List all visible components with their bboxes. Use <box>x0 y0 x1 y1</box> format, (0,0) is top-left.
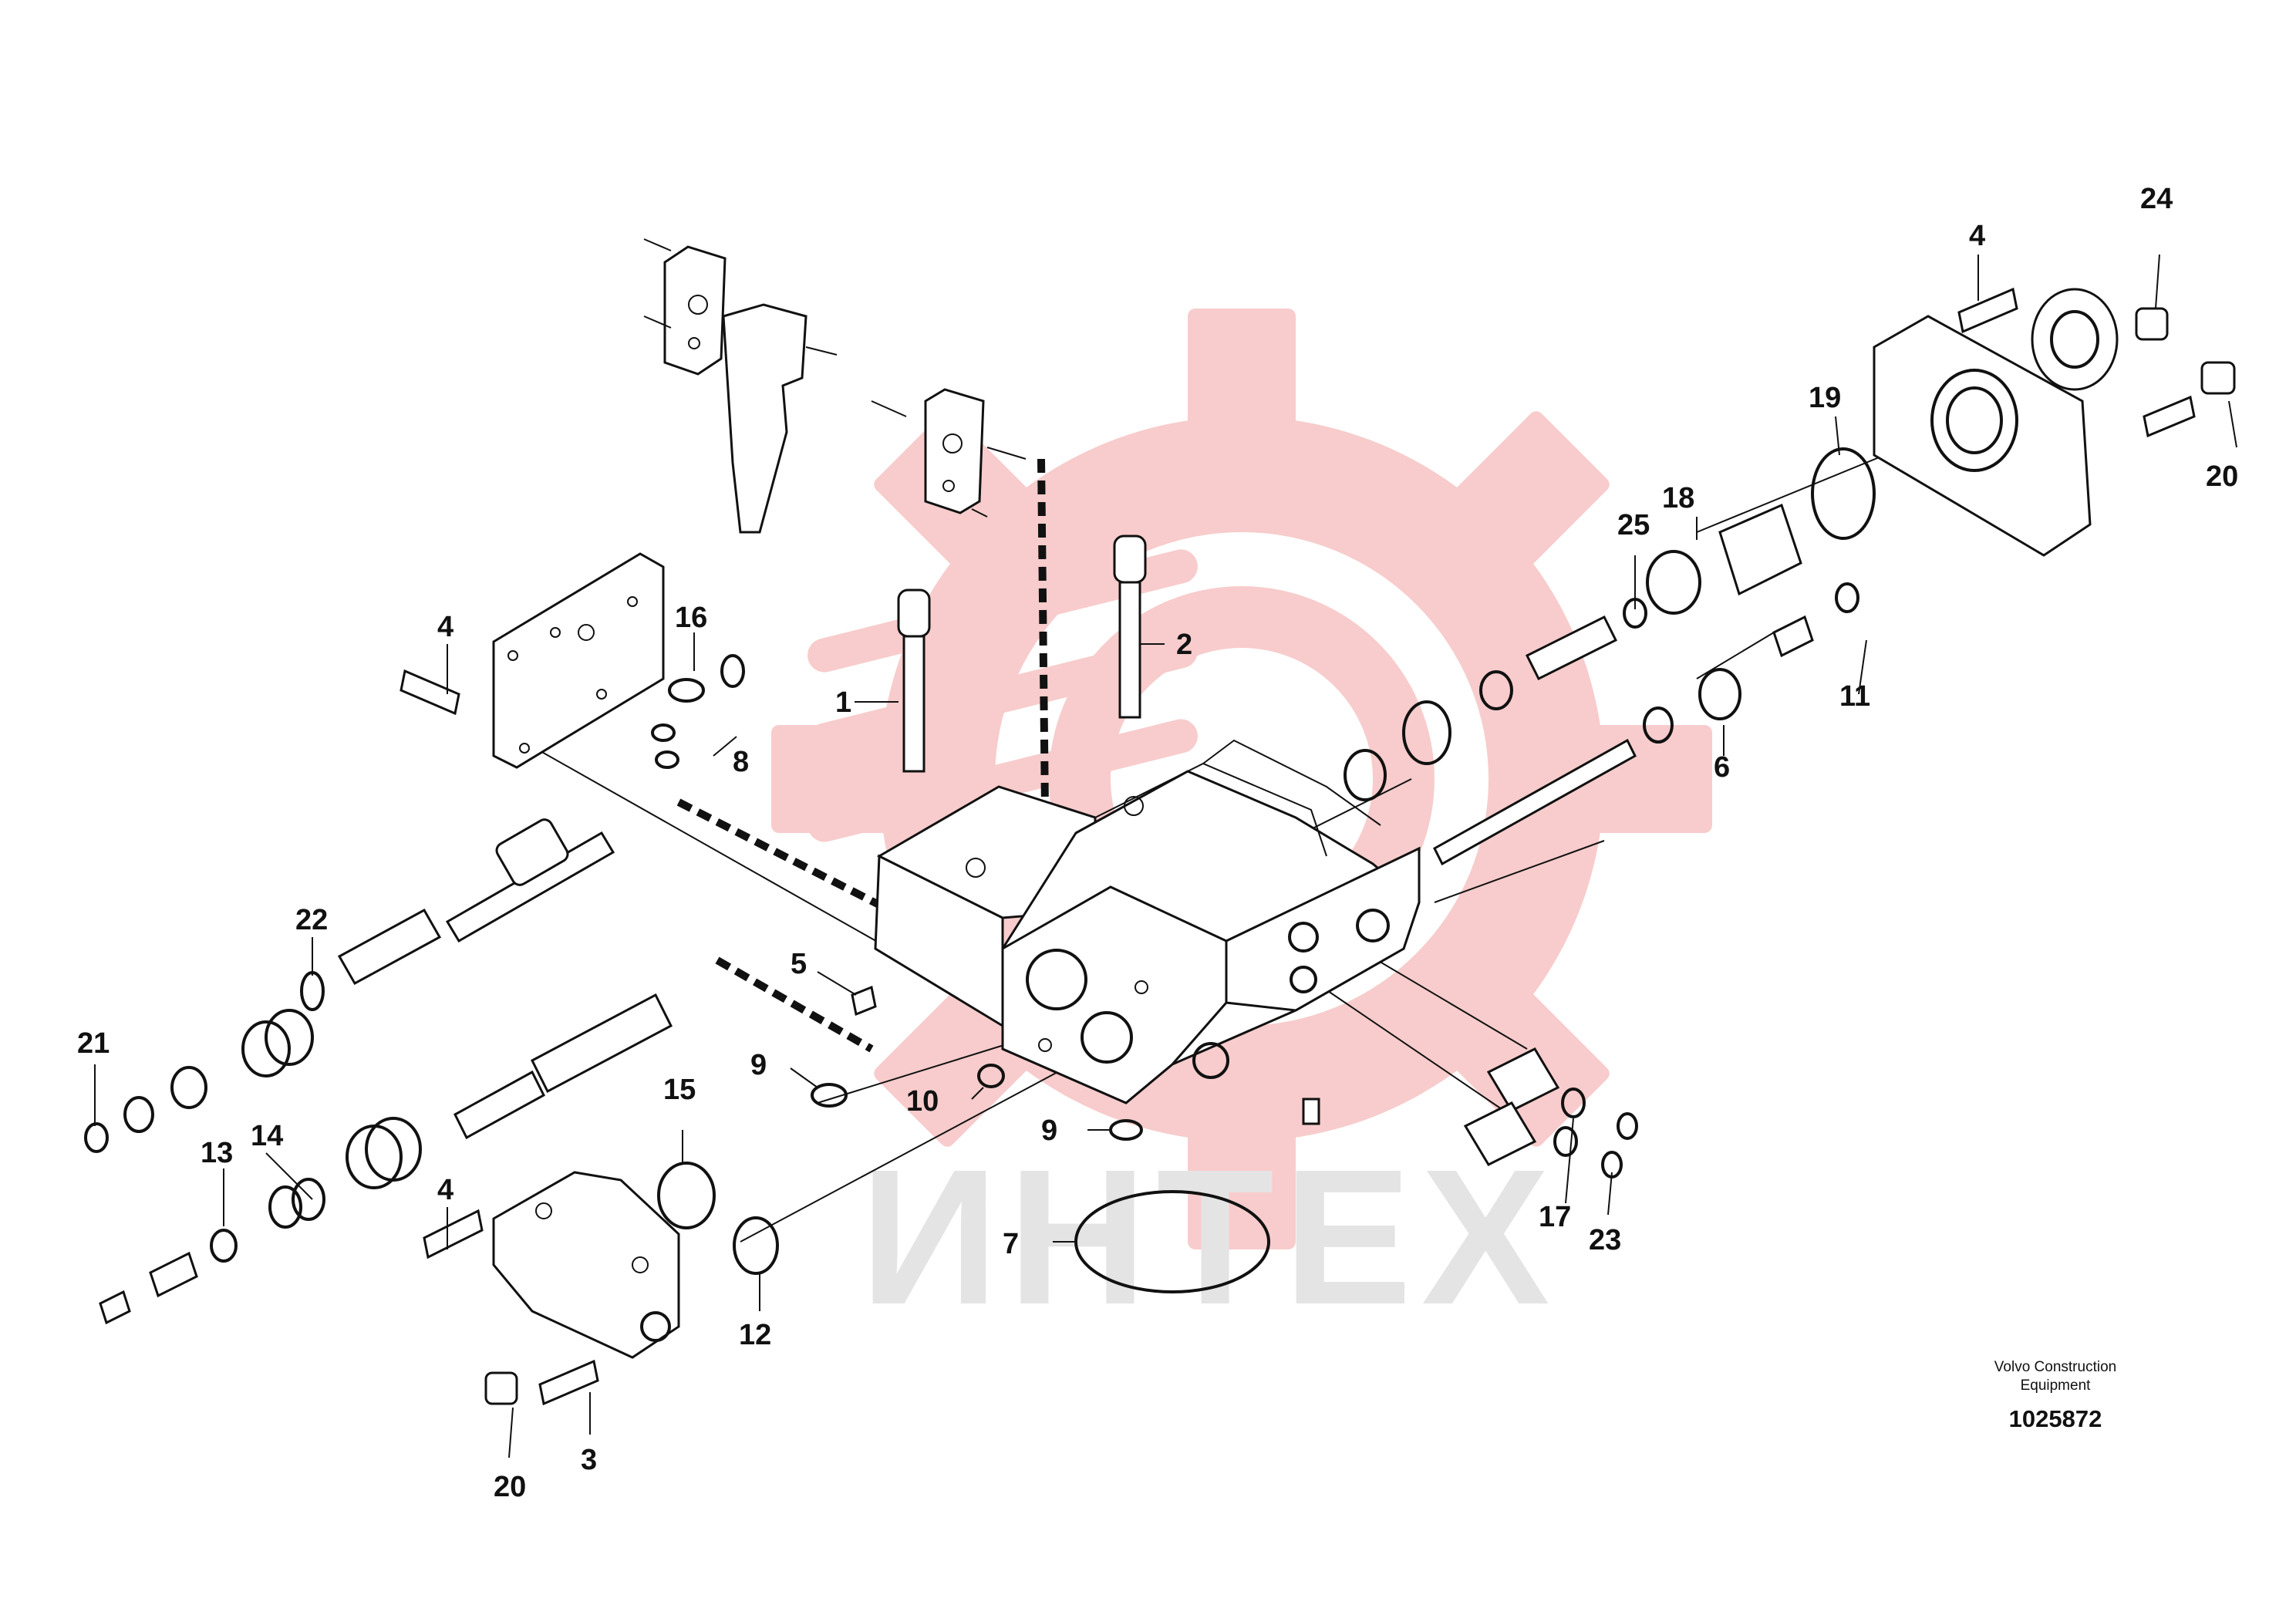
callout-2: 2 <box>1176 629 1192 661</box>
callout-5: 5 <box>791 948 807 980</box>
callout-9-bottom: 9 <box>1041 1114 1057 1147</box>
watermark-text: ИНТЕХ <box>860 1129 1559 1344</box>
callout-20-right: 20 <box>2206 460 2238 493</box>
callout-24: 24 <box>2140 183 2173 215</box>
callout-7: 7 <box>1003 1228 1019 1260</box>
upper-linkage-assembly <box>643 238 1027 534</box>
cap-screws <box>423 287 2196 1406</box>
manufacturer-credit: Volvo Construction Equipment 1025872 <box>1994 1359 2116 1432</box>
callout-13: 13 <box>201 1137 233 1169</box>
callout-leaders <box>94 254 2237 1458</box>
callout-22: 22 <box>295 904 328 936</box>
callout-8: 8 <box>733 746 749 778</box>
callout-16: 16 <box>675 602 707 634</box>
drawing-number: 1025872 <box>2009 1405 2102 1432</box>
callout-15: 15 <box>663 1074 696 1106</box>
callout-23: 23 <box>1589 1224 1621 1256</box>
callout-19: 19 <box>1809 382 1841 414</box>
callout-9-left: 9 <box>750 1049 767 1081</box>
callout-4-right-flange: 4 <box>1969 220 1985 252</box>
credit-company: Volvo Construction <box>1994 1359 2116 1375</box>
callout-11: 11 <box>1839 680 1870 713</box>
callout-4-lower-cover: 4 <box>437 1174 453 1206</box>
callout-labels: 1 2 3 4 4 4 5 6 7 8 9 9 10 11 12 13 14 1… <box>77 183 2238 1503</box>
left-spool-assemblies <box>84 818 673 1325</box>
callout-18: 18 <box>1662 482 1694 514</box>
callout-10: 10 <box>906 1085 939 1118</box>
callout-12: 12 <box>739 1319 771 1351</box>
callout-21: 21 <box>77 1027 110 1060</box>
callout-14: 14 <box>251 1120 283 1152</box>
callout-20-bottom: 20 <box>494 1471 526 1503</box>
left-cover-plate <box>400 552 665 769</box>
callout-6: 6 <box>1714 751 1730 784</box>
assembly-guide-lines <box>528 408 1998 1243</box>
callout-4-left-plate: 4 <box>437 611 453 643</box>
callout-25: 25 <box>1617 509 1650 541</box>
callout-3: 3 <box>581 1444 597 1476</box>
credit-equipment: Equipment <box>2021 1378 2092 1394</box>
callout-1: 1 <box>835 686 851 719</box>
valve-housing <box>874 739 1421 1125</box>
lower-end-cover <box>484 1162 779 1405</box>
callout-17: 17 <box>1539 1201 1571 1233</box>
